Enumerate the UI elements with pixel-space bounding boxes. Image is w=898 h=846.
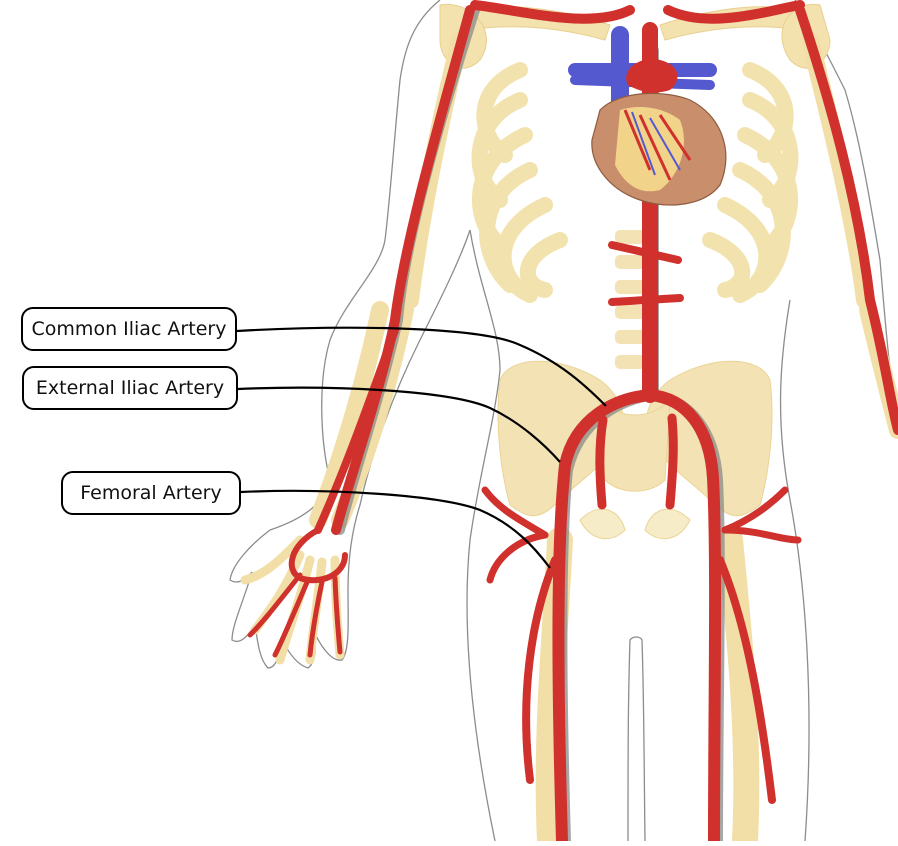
leader-common-iliac xyxy=(236,326,607,407)
external-iliac-artery-label: External Iliac Artery xyxy=(22,366,238,410)
arteries xyxy=(247,0,898,846)
common-iliac-artery-label: Common Iliac Artery xyxy=(21,307,237,351)
pelvis xyxy=(497,360,773,540)
heart xyxy=(591,59,727,206)
femoral-artery-label: Femoral Artery xyxy=(61,471,241,515)
leader-femoral xyxy=(240,489,551,569)
leader-external-iliac xyxy=(237,386,561,463)
rib-cage xyxy=(471,62,799,303)
leader-lines xyxy=(236,326,607,569)
